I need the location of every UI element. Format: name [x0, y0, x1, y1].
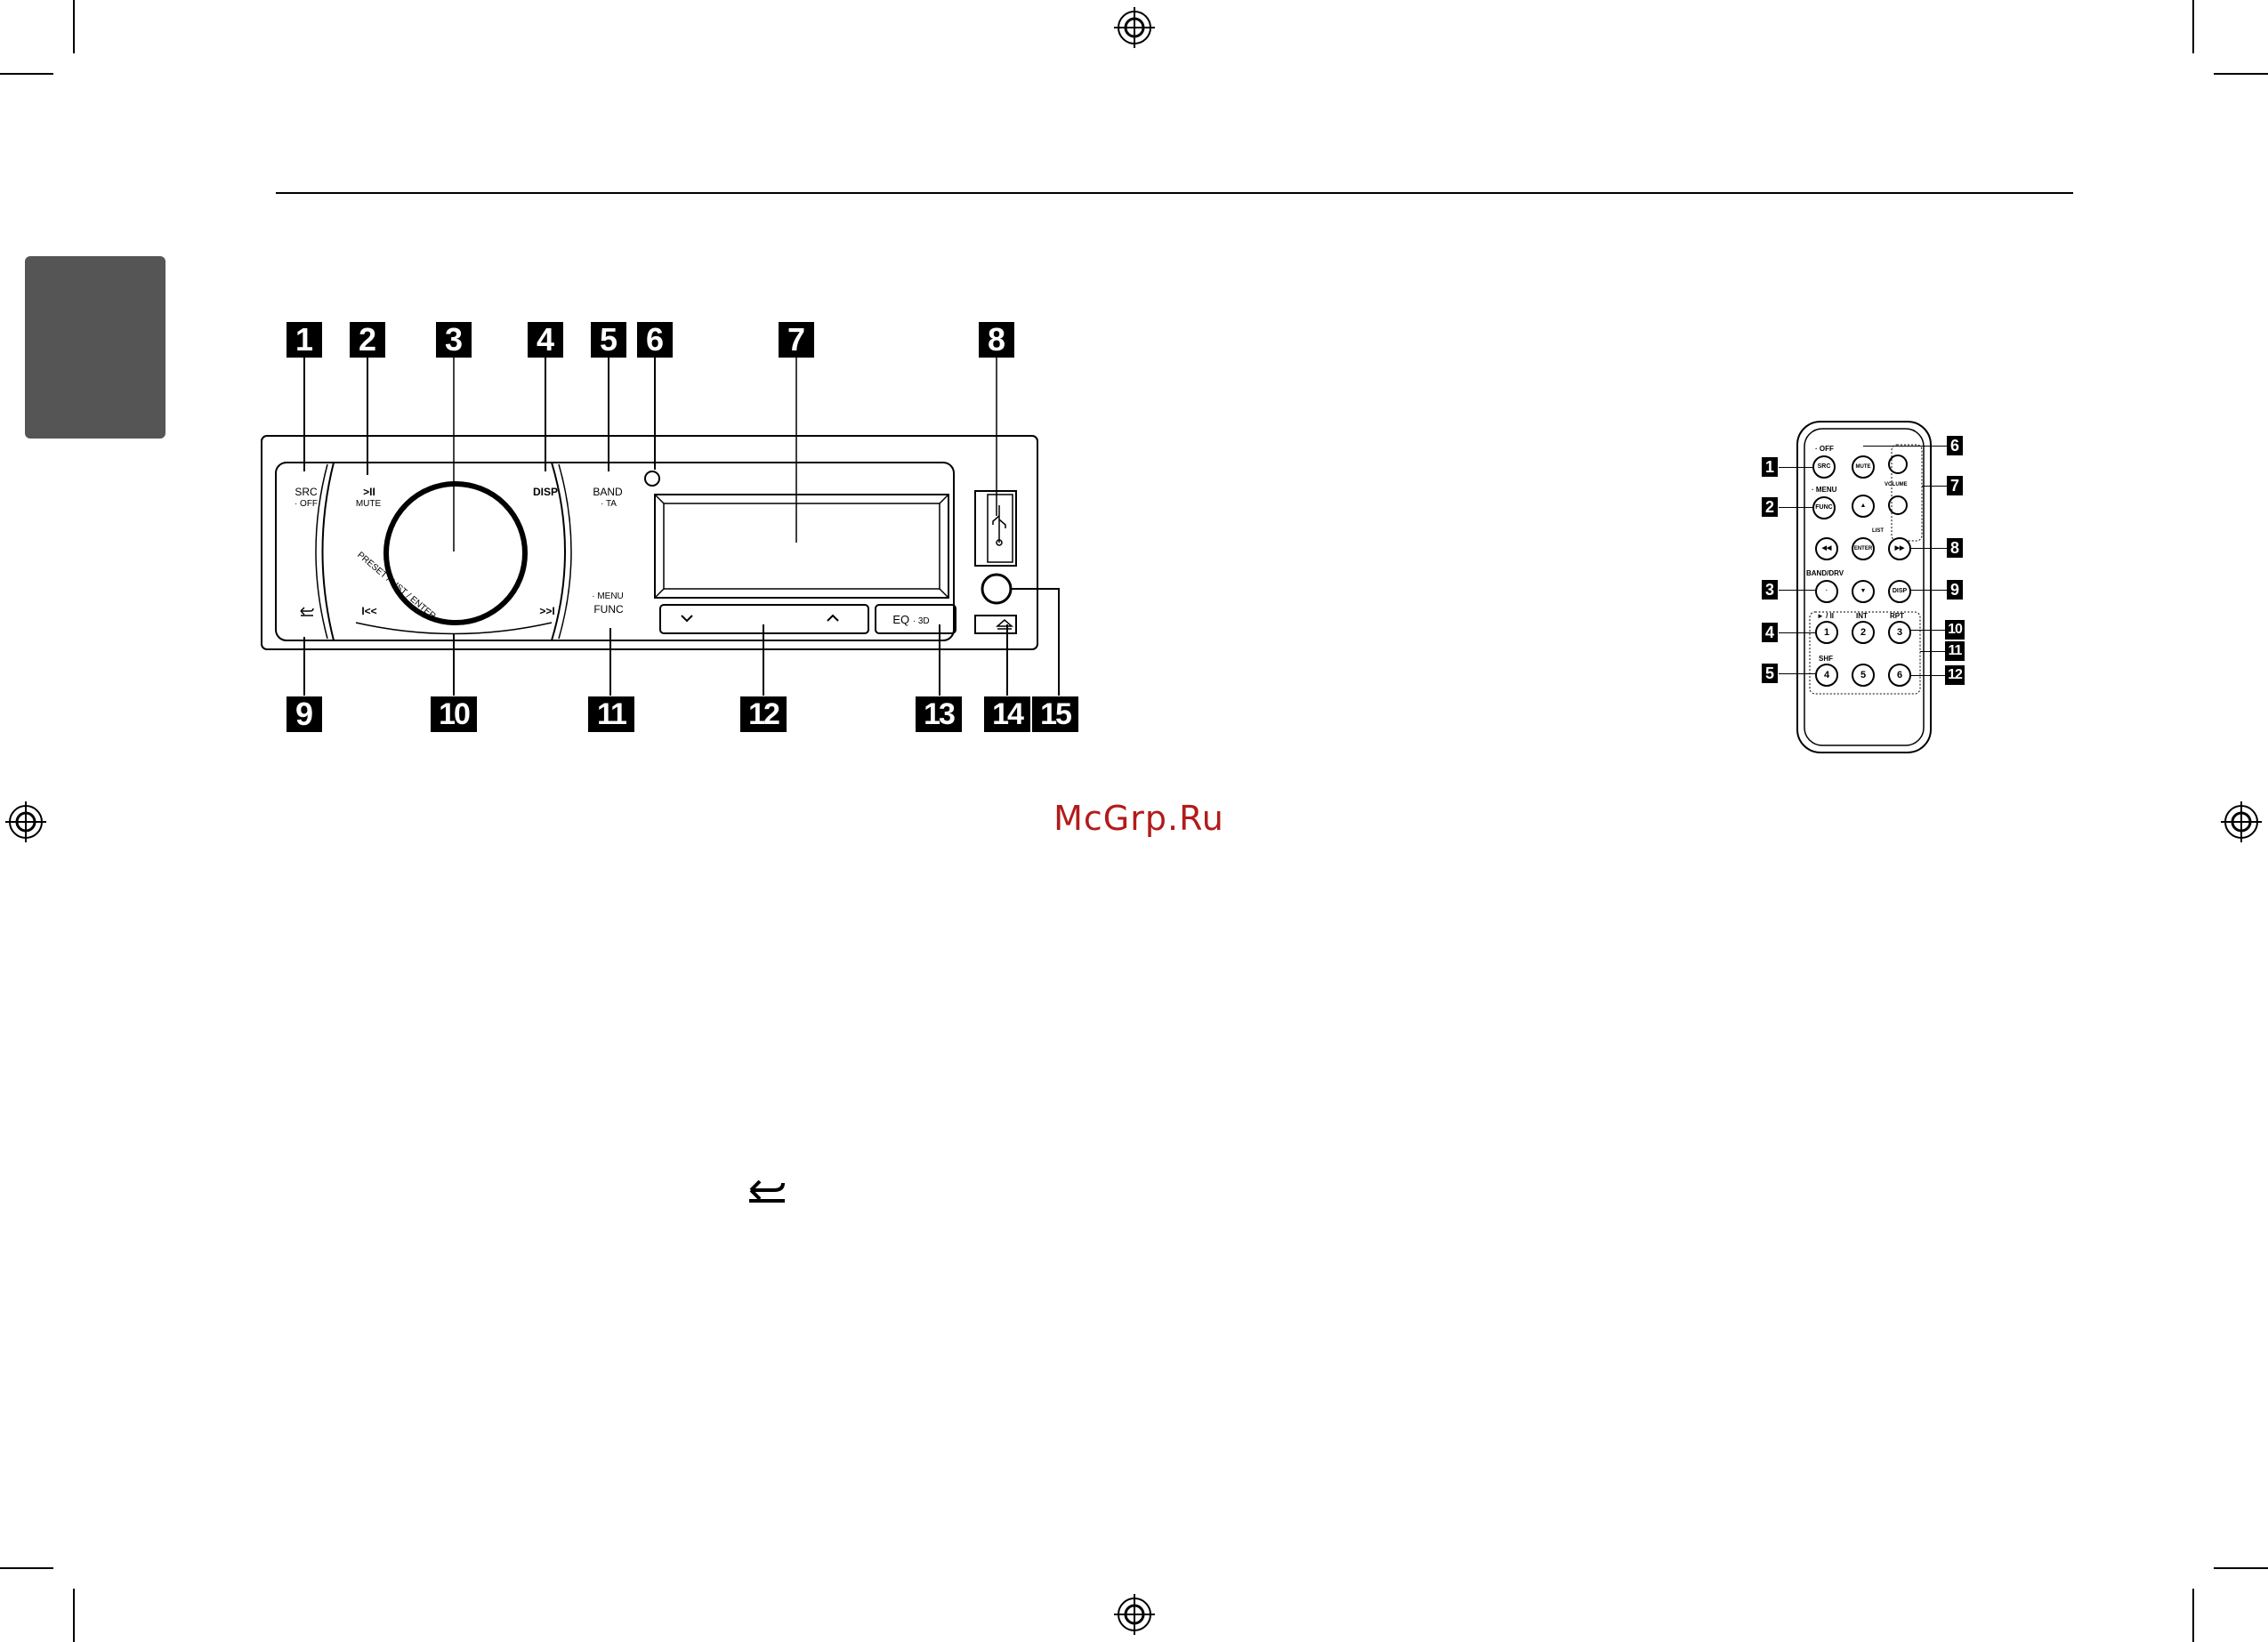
remote-leader — [1909, 590, 1947, 591]
remote-callout-11: 11 — [1945, 641, 1965, 661]
prev-track-label: I<< — [356, 605, 383, 617]
watermark: McGrp.Ru — [1032, 799, 1246, 838]
remote-leader — [1909, 548, 1947, 549]
callout-1: 1 — [287, 322, 322, 358]
remote-callout-5: 5 — [1762, 664, 1778, 683]
remote-button-4[interactable]: 4 — [1815, 664, 1838, 687]
remote-next-button[interactable]: ▶▶ — [1888, 537, 1911, 560]
disp-label: DISP — [523, 486, 568, 498]
usb-icon — [989, 503, 1009, 546]
eq-label: EQ — [892, 613, 909, 626]
src-label: SRC — [287, 486, 326, 498]
remote-prev-button[interactable]: ◀◀ — [1815, 537, 1838, 560]
remote-leader — [1779, 590, 1815, 591]
callout-7: 7 — [779, 322, 814, 358]
remote-callout-2: 2 — [1762, 497, 1778, 517]
remote-disp-button[interactable]: DISP — [1888, 580, 1911, 603]
next-track-label: >>I — [534, 605, 561, 617]
remote-mute-button[interactable]: MUTE — [1852, 455, 1875, 479]
remote-shf-label: SHF — [1819, 655, 1833, 663]
remote-leader — [1779, 673, 1815, 674]
remote-leader — [1909, 630, 1945, 631]
registration-mark-icon — [2221, 801, 2262, 842]
remote-up-button[interactable]: ▲ — [1852, 495, 1875, 518]
remote-src-button[interactable]: SRC — [1812, 455, 1836, 479]
func-label: FUNC — [587, 603, 630, 616]
remote-volume-label: VOLUME — [1885, 482, 1908, 487]
menu-label: · MENU — [584, 591, 632, 603]
remote-leader — [1779, 632, 1815, 633]
remote-enter-button[interactable]: ENTER — [1852, 537, 1875, 560]
remote-band-drv-label: BAND/DRV — [1806, 569, 1844, 577]
crop-mark — [0, 1567, 53, 1569]
eq-3d-label: · 3D — [913, 616, 930, 626]
remote-callout-8: 8 — [1947, 538, 1963, 558]
remote-callout-7: 7 — [1947, 476, 1963, 495]
ta-label: · TA — [587, 498, 630, 511]
crop-mark — [73, 1589, 75, 1642]
remote-button-1[interactable]: 1 — [1815, 621, 1838, 644]
callout-4: 4 — [528, 322, 563, 358]
crop-mark — [2214, 1567, 2268, 1569]
remote-down-button[interactable]: ▼ — [1852, 580, 1875, 603]
remote-band-button[interactable]: · — [1815, 580, 1838, 603]
remote-leader — [1779, 467, 1812, 468]
remote-callout-4: 4 — [1762, 623, 1778, 642]
header-rule — [276, 192, 2073, 194]
crop-mark — [2192, 0, 2194, 53]
remote-off-label: · OFF — [1815, 445, 1834, 453]
remote-button-3[interactable]: 3 — [1888, 621, 1911, 644]
band-label: BAND — [585, 486, 630, 498]
mute-label: MUTE — [346, 498, 391, 511]
remote-menu-label: · MENU — [1812, 486, 1836, 494]
remote-list-label: LIST — [1872, 528, 1884, 534]
remote-play-pause-label: ► / II — [1817, 612, 1834, 620]
remote-int-label: INT — [1856, 612, 1868, 620]
head-unit-body — [258, 356, 1086, 703]
eq-button[interactable]: EQ · 3D — [883, 613, 940, 627]
callout-5: 5 — [591, 322, 626, 358]
section-tab — [25, 256, 165, 439]
callout-6: 6 — [637, 322, 673, 358]
remote-leader — [1920, 651, 1945, 652]
play-pause-label: >II — [350, 486, 389, 498]
crop-mark — [73, 0, 75, 53]
off-label: · OFF — [285, 498, 327, 511]
crop-mark — [2192, 1589, 2194, 1642]
remote-button-5[interactable]: 5 — [1852, 664, 1875, 687]
remote-rpt-label: RPT — [1890, 612, 1904, 620]
callout-2: 2 — [350, 322, 385, 358]
remote-func-button[interactable]: FUNC — [1812, 496, 1836, 519]
crop-mark — [0, 73, 53, 75]
return-icon — [297, 605, 317, 617]
remote-leader — [1922, 486, 1947, 487]
registration-mark-icon — [1114, 1594, 1155, 1635]
eject-icon — [993, 617, 1016, 632]
remote-leader — [1909, 675, 1945, 676]
callout-3: 3 — [436, 322, 472, 358]
remote-leader — [1863, 446, 1947, 447]
registration-mark-icon — [5, 801, 46, 842]
remote-button-2[interactable]: 2 — [1852, 621, 1875, 644]
remote-callout-10: 10 — [1945, 620, 1965, 640]
remote-callout-9: 9 — [1947, 580, 1963, 600]
registration-mark-icon — [1114, 7, 1155, 48]
remote-callout-12: 12 — [1945, 665, 1965, 685]
remote-button-6[interactable]: 6 — [1888, 664, 1911, 687]
return-icon — [744, 1174, 788, 1206]
remote-callout-6: 6 — [1947, 436, 1963, 455]
remote-callout-3: 3 — [1762, 580, 1778, 600]
remote-callout-1: 1 — [1762, 457, 1778, 477]
crop-mark — [2214, 73, 2268, 75]
callout-8: 8 — [979, 322, 1014, 358]
remote-leader — [1779, 507, 1812, 508]
